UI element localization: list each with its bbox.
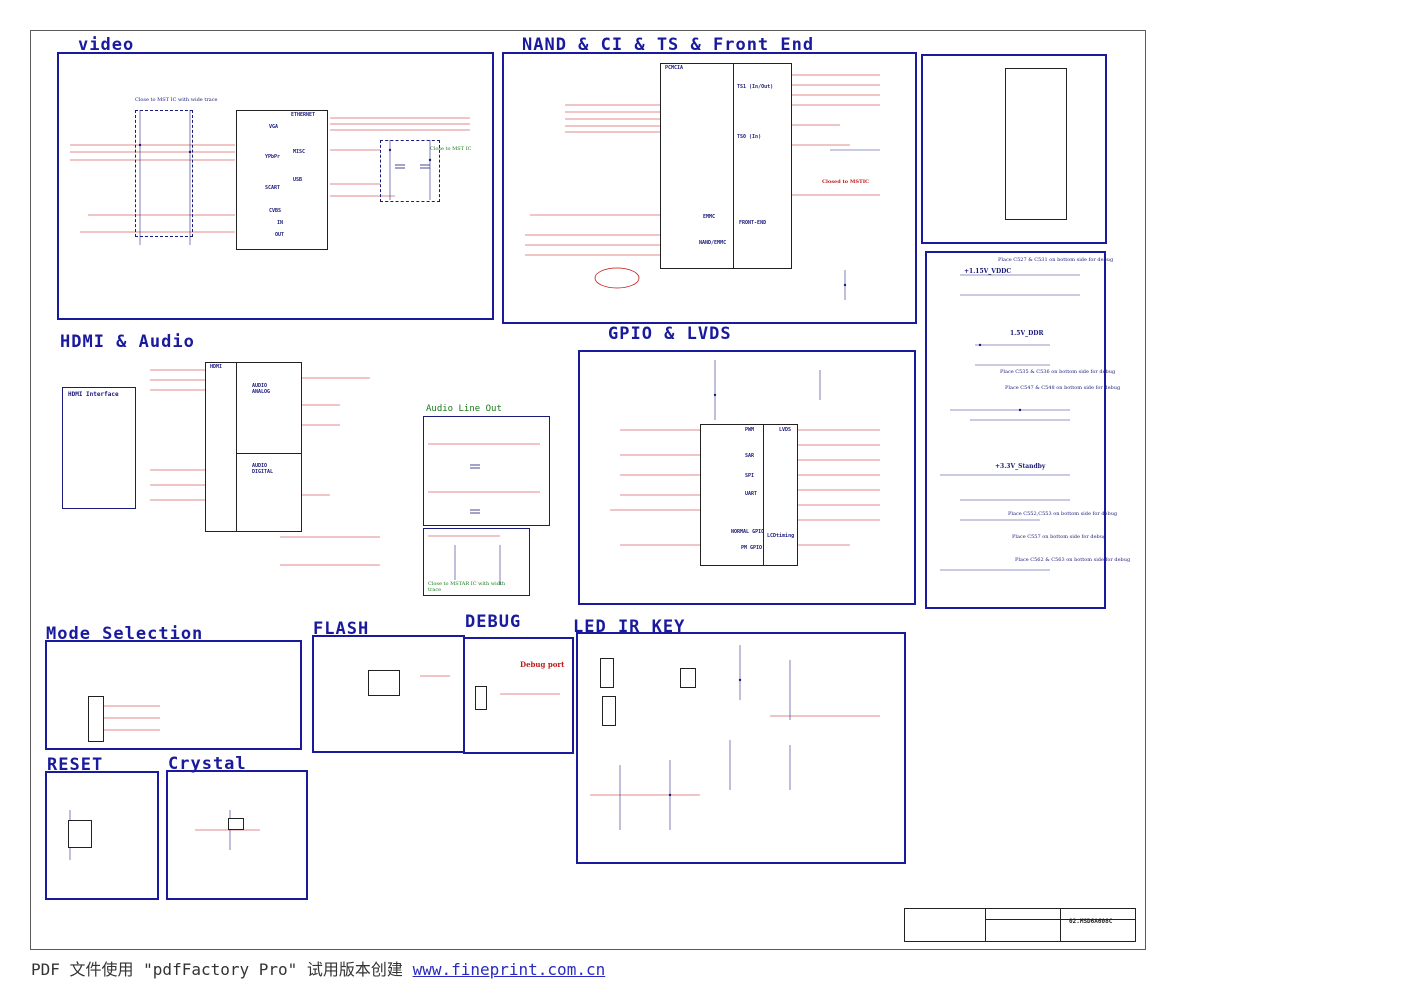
audio-close-note: Close to MSTAR IC with width trace [428,581,506,593]
nand-block-nandemmc: NAND/EMMC [699,240,727,246]
section-title-crystal: Crystal [168,754,247,774]
power-note-c552: Place C552,C553 on bottom side for debug [1008,511,1118,517]
video-ic-chip: ETHERNET VGA MISC YPbPr SCART USB CVBS I… [236,110,328,250]
gpio-chip-divider [763,425,764,565]
title-block-split [1060,909,1061,941]
video-trace-group [135,110,193,237]
section-title-flash: FLASH [313,619,370,639]
power-decoupling-box [925,251,1106,609]
hdmi-block-audio-analog: AUDIO ANALOG [252,383,271,395]
audio-line-out-title: Audio Line Out [426,404,502,414]
power-ic-chip [1005,68,1067,220]
nand-ic-chip: PCMCIA TS1 (In/Out) TS0 (In) EMMC NAND/E… [660,63,792,269]
led-connector-a [600,658,614,688]
gpio-block-sar: SAR [745,453,755,459]
video-block-ethernet: ETHERNET [291,112,316,118]
led-connector-b [602,696,616,726]
ir-receiver [680,668,696,688]
nand-chip-pcmcia: PCMCIA [665,65,684,71]
power-pins-box [921,54,1107,244]
gpio-block-uart: UART [745,491,758,497]
power-ddr-label: 1.5V_DDR [1010,330,1044,337]
hdmi-interface-box: HDMI Interface [62,387,136,509]
hdmi-chip-label: HDMI [210,364,223,370]
nand-chip-divider [733,64,734,268]
video-block-ypbpr: YPbPr [265,154,281,160]
video-trace-note: Close to MST IC with wide trace [135,97,218,103]
nand-section-box [502,52,917,324]
reset-section-box [45,771,159,900]
hdmi-ic-chip: HDMI AUDIO ANALOG AUDIO DIGITAL [205,362,302,532]
section-title-mode-selection: Mode Selection [46,624,204,644]
video-block-out: OUT [275,232,285,238]
debug-port-label: Debug port [520,660,565,669]
power-note-c557: Place C557 on bottom side for debug [1012,534,1107,540]
video-section-box [57,52,494,320]
debug-connector [475,686,487,710]
power-note-c562: Place C562 & C563 on bottom side for deb… [1015,557,1131,563]
section-title-video: video [78,35,135,55]
title-block-part: 02.MSD6A608C [1069,918,1113,925]
section-title-hdmi-audio: HDMI & Audio [60,332,195,352]
crystal-section-box [166,770,308,900]
audio-close-box: Close to MSTAR IC with width trace [423,528,530,596]
gpio-block-pm: PM GPIO [741,545,763,551]
video-block-vga: VGA [269,124,279,130]
pdf-footer: PDF 文件使用 "pdfFactory Pro" 试用版本创建 www.fin… [31,956,605,980]
pdf-footer-text: PDF 文件使用 "pdfFactory Pro" 试用版本创建 [31,960,413,979]
hdmi-chip-split [236,453,301,454]
video-close-note: Close to MST IC [430,146,472,152]
gpio-block-lcdtiming: LCDtiming [767,533,795,539]
hdmi-interface-label: HDMI Interface [68,391,119,398]
debug-section-box [463,637,574,754]
gpio-block-pwm: PWM [745,427,755,433]
schematic-sheet-border [30,30,1146,950]
power-note-c527: Place C527 & C531 on bottom side for deb… [998,257,1114,263]
gpio-ic-chip: PWM SAR SPI UART NORMAL GPIO PM GPIO LVD… [700,424,798,566]
power-note-c547: Place C547 & C548 on bottom side for deb… [1005,385,1121,391]
section-title-nand: NAND & CI & TS & Front End [522,35,815,55]
crystal-component [228,818,244,830]
flash-chip [368,670,400,696]
gpio-block-lvds: LVDS [779,427,792,433]
nand-block-ts0: TS0 (In) [737,134,762,140]
pdf-footer-link[interactable]: www.fineprint.com.cn [412,960,606,979]
nand-block-ts1: TS1 (In/Out) [737,84,774,90]
section-title-gpio-lvds: GPIO & LVDS [608,324,732,344]
power-standby-label: +3.3V_Standby [995,463,1046,470]
hdmi-block-audio-digital: AUDIO DIGITAL [252,463,274,475]
nand-closed-note: Closed to MSTIC [822,179,870,185]
section-title-debug: DEBUG [465,612,522,632]
nand-block-emmc: EMMC [703,214,716,220]
gpio-block-normal: NORMAL GPIO [731,529,765,535]
video-block-usb: USB [293,177,303,183]
led-ir-key-box [576,632,906,864]
mode-selection-jumper [88,696,104,742]
title-block-grid [905,909,986,941]
video-block-cvbs: CVBS [269,208,282,214]
video-block-scart: SCART [265,185,281,191]
gpio-block-spi: SPI [745,473,755,479]
hdmi-chip-divider [236,363,237,531]
title-block: 02.MSD6A608C [904,908,1136,942]
video-block-misc: MISC [293,149,306,155]
gpio-section-box [578,350,916,605]
power-note-c535: Place C535 & C536 on bottom side for deb… [1000,369,1116,375]
reset-ic [68,820,92,848]
mode-selection-box [45,640,302,750]
power-vddc-label: +1.15V_VDDC [964,268,1012,275]
video-close-group [380,140,440,202]
video-block-in: IN [277,220,284,226]
audio-line-out-box [423,416,550,526]
section-title-reset: RESET [47,755,104,775]
nand-block-frontend: FRONT-END [739,220,767,226]
